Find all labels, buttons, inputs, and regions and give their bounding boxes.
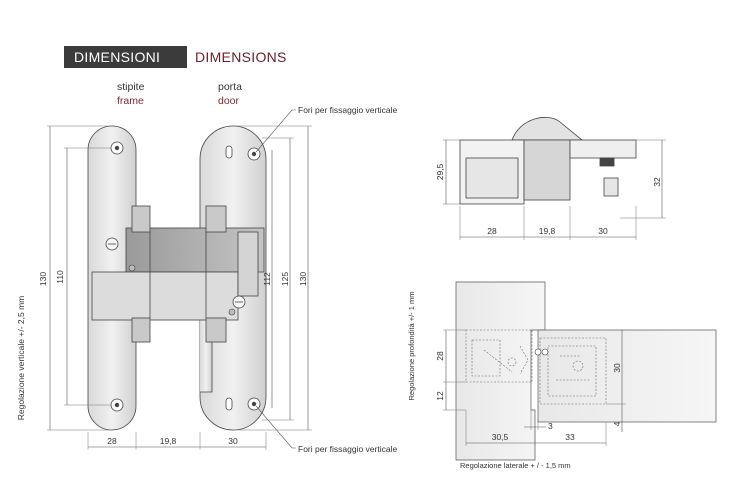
dimensions-header: DIMENSIONI DIMENSIONS [64,46,295,68]
section-view: 28 12 30 4 3 30,5 33 Regolazione profond… [407,281,717,470]
screw-icon [105,237,119,251]
dim-30-top: 30 [598,226,608,236]
hinge-body-lower [91,271,239,321]
door-block-top [205,205,227,233]
dim-28-front: 28 [107,436,117,446]
dim-19-8-top: 19,8 [539,226,556,236]
top-view-arm [511,116,584,141]
door-label-italian: porta [218,81,242,93]
top-view-pin [603,177,619,197]
hole-note-top: Fori per fissaggio verticale [298,105,397,115]
section-hinge-door-part [539,337,607,405]
dim-110: 110 [55,270,65,284]
top-view-screw [599,157,615,167]
dim-28-section: 28 [435,351,445,361]
top-view: 29,5 32 28 19,8 30 [435,116,666,240]
frame-label-english: frame [117,95,144,107]
dim-33-section: 33 [565,432,575,442]
header-title-italian: DIMENSIONI [64,46,187,68]
door-mechanism [237,231,259,297]
frame-block-bottom [131,317,151,343]
dim-130-left: 130 [38,272,48,286]
dim-30-5-section: 30,5 [492,432,509,442]
dim-125: 125 [280,272,290,286]
door-label-english: door [218,95,240,107]
dim-30-front: 30 [228,436,238,446]
dim-28-top: 28 [487,226,497,236]
door-block-bottom [205,317,227,343]
top-view-door-block [569,139,637,159]
dim-32: 32 [652,177,662,187]
dim-112: 112 [262,272,272,286]
header-title-english: DIMENSIONS [195,49,287,65]
top-view-center-block [523,139,571,201]
dim-30-section: 30 [612,363,622,373]
pin-icon [228,308,236,316]
section-door [537,329,717,423]
dim-3-section: 3 [548,421,553,431]
section-pivot-icon [534,348,542,356]
pin-icon [128,264,136,272]
frame-top-hole-icon [110,141,124,155]
lateral-adjust-label: Regolazione laterale + / - 1,5 mm [460,461,571,470]
dim-12-section: 12 [435,391,445,401]
hole-note-bottom: Fori per fissaggio verticale [298,444,397,454]
dim-29-5: 29,5 [435,163,445,180]
frame-label-italian: stipite [117,81,145,93]
dim-130-right: 130 [298,272,308,286]
frame-bottom-hole-icon [110,398,124,412]
section-hinge-frame-part [465,329,533,383]
depth-adjust-label: Regolazione profondità +/- 1 mm [407,291,416,400]
vertical-adjust-label: Regolazione verticale +/- 2,5 mm [16,296,26,421]
dim-19-8-front: 19,8 [160,436,177,446]
screw-icon [232,295,246,309]
front-view: Fori per fissaggio verticale Fori per fi… [16,105,397,454]
dim-4-section: 4 [612,421,622,426]
frame-block-top [131,205,151,233]
